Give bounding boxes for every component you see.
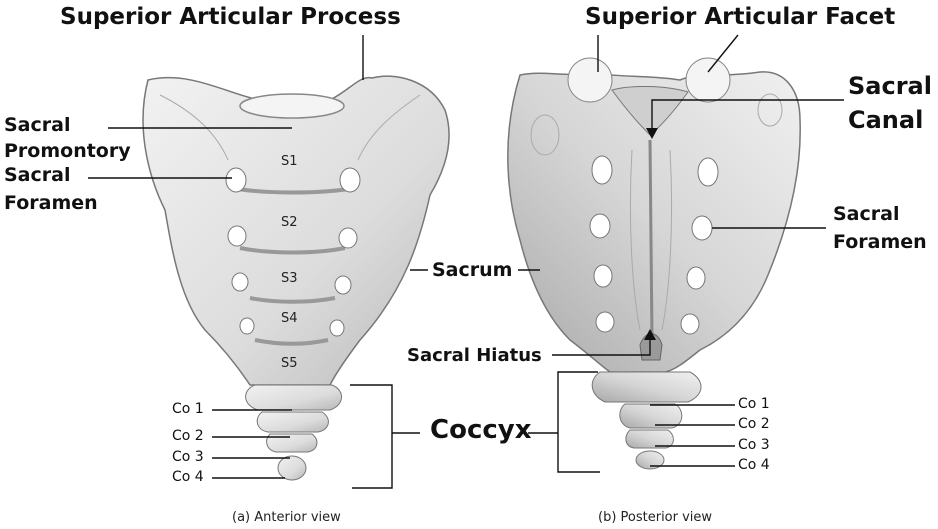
label-superior-articular-process: Superior Articular Process <box>60 4 401 30</box>
s1-superior-surface <box>239 93 345 119</box>
transverse-ridge <box>231 186 356 195</box>
posterior-sacral-foramen <box>593 264 613 288</box>
segment-label-s1: S1 <box>281 154 298 169</box>
label-sacral-promontory-line2: Promontory <box>4 140 131 162</box>
segment-label-s4: S4 <box>281 311 298 326</box>
posterior-sacral-foramen <box>697 157 719 187</box>
median-sacral-crest <box>648 139 654 341</box>
label-sacral-hiatus: Sacral Hiatus <box>407 345 542 366</box>
anterior-sacrum <box>142 75 450 481</box>
label-superior-articular-facet: Superior Articular Facet <box>585 4 896 30</box>
coccyx-right-co2: Co 2 <box>738 416 770 432</box>
posterior-sacral-foramen <box>686 266 706 290</box>
co2-posterior <box>619 403 683 429</box>
posterior-sacral-foramen <box>691 215 713 241</box>
co2-anterior <box>256 411 329 433</box>
anterior-sacral-foramen <box>225 167 247 193</box>
label-sacral-canal-line1: Sacral <box>848 72 932 100</box>
label-sacral-foramen-right-line2: Foramen <box>833 231 927 253</box>
anterior-sacral-foramen <box>231 272 249 292</box>
coccyx-left-co3: Co 3 <box>172 449 204 465</box>
co1-anterior <box>245 384 342 411</box>
coccyx-left-co2: Co 2 <box>172 428 204 444</box>
posterior-sacral-foramen <box>589 213 611 239</box>
posterior-sacral-foramen <box>591 155 613 185</box>
label-sacral-canal-line2: Canal <box>848 106 924 134</box>
posterior-sacral-foramen <box>680 313 700 335</box>
co4-posterior <box>635 450 665 470</box>
auricular-surface-left <box>530 114 560 156</box>
anterior-sacral-foramen <box>227 225 247 247</box>
anterior-sacral-foramen <box>339 167 361 193</box>
coccyx-left-co1: Co 1 <box>172 401 204 417</box>
label-sacral-foramen-left-line1: Sacral <box>4 164 71 186</box>
transverse-ridge <box>249 296 336 304</box>
sacrum-body-anterior <box>142 75 450 386</box>
leader-lines <box>88 34 844 489</box>
segment-label-s5: S5 <box>281 356 298 371</box>
anterior-sacral-foramen <box>239 317 255 335</box>
coccyx-right-co3: Co 3 <box>738 437 770 453</box>
transverse-ridge <box>239 246 346 255</box>
anterior-sacral-foramen <box>329 319 345 337</box>
co1-posterior <box>591 371 702 403</box>
sacral-canal-opening <box>611 85 689 136</box>
sacrum-body-posterior <box>507 71 801 373</box>
posterior-sacrum <box>507 57 801 470</box>
coccyx-right-co1: Co 1 <box>738 396 770 412</box>
segment-label-s2: S2 <box>281 215 298 230</box>
transverse-ridge <box>254 338 329 346</box>
superior-articular-facet-left <box>567 57 613 103</box>
coccyx-right-co4: Co 4 <box>738 457 770 473</box>
arrowheads <box>644 128 658 340</box>
anterior-sacral-foramen <box>334 275 352 295</box>
co3-posterior <box>625 429 674 449</box>
auricular-surface-right <box>757 93 783 127</box>
caption-anterior-view: (a) Anterior view <box>232 510 341 525</box>
caption-posterior-view: (b) Posterior view <box>598 510 713 525</box>
sacral-hiatus-opening <box>639 333 663 361</box>
superior-articular-facet-right <box>685 57 731 103</box>
coccyx-left-co4: Co 4 <box>172 469 204 485</box>
label-sacral-foramen-left-line2: Foramen <box>4 192 98 214</box>
posterior-sacral-foramen <box>595 311 615 333</box>
co3-anterior <box>266 433 318 453</box>
label-sacral-foramen-right-line1: Sacral <box>833 203 900 225</box>
label-sacrum: Sacrum <box>432 259 513 281</box>
label-sacral-promontory-line1: Sacral <box>4 114 71 136</box>
segment-label-s3: S3 <box>281 271 298 286</box>
label-coccyx: Coccyx <box>430 415 532 445</box>
anterior-sacral-foramen <box>338 227 358 249</box>
co4-anterior <box>277 455 307 481</box>
